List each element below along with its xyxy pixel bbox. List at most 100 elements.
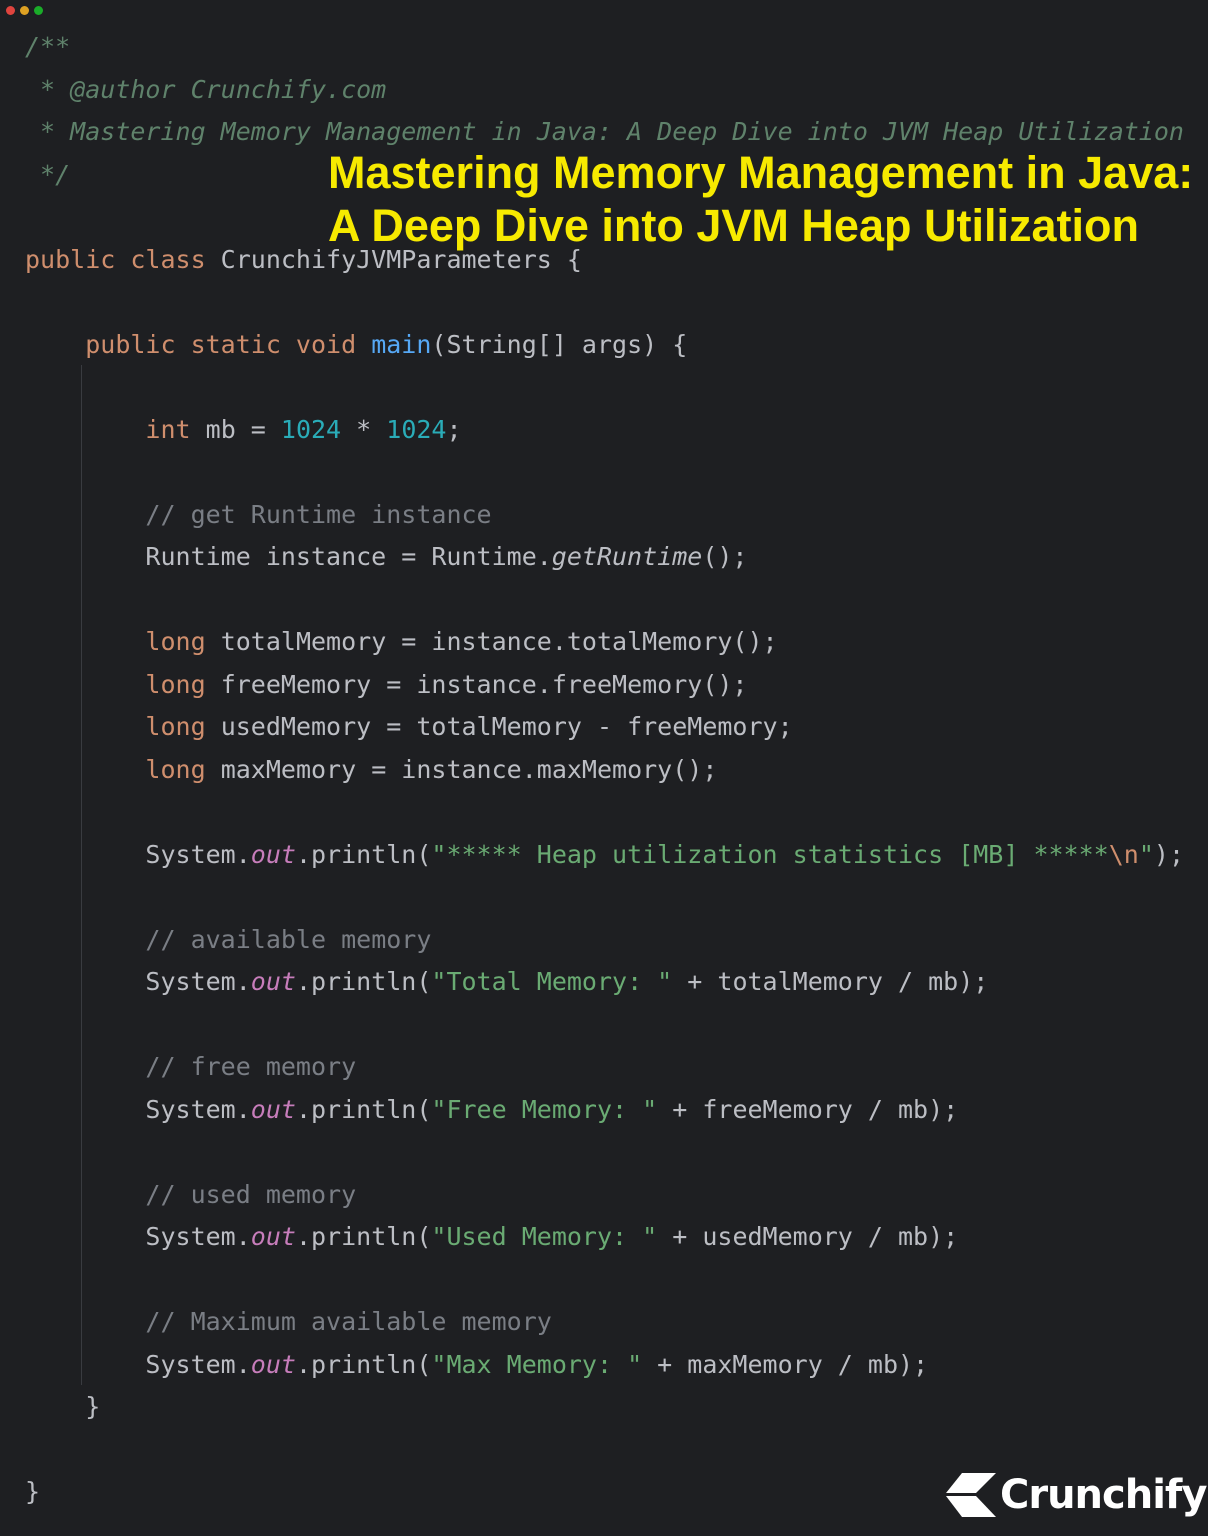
code-token-kw: public class xyxy=(25,244,221,274)
code-token-field: out xyxy=(250,839,296,869)
code-token-str: "Used Memory: " xyxy=(431,1222,658,1251)
code-line: int mb = 1024 * 1024; xyxy=(25,409,1184,452)
code-token-kw: long xyxy=(145,712,221,741)
code-line xyxy=(25,579,1184,622)
code-token-plain: freeMemory = instance.freeMemory(); xyxy=(220,669,748,699)
code-token-doc: * @author Crunchify.com xyxy=(25,74,387,104)
code-token-doc: /** xyxy=(25,32,71,61)
code-line: public static void main(String[] args) { xyxy=(25,324,1184,367)
title-line-1: Mastering Memory Management in Java: xyxy=(328,147,1194,198)
code-token-plain: mb = xyxy=(205,414,281,444)
title-line-2: A Deep Dive into JVM Heap Utilization xyxy=(328,200,1139,251)
code-token-plain: System. xyxy=(25,1094,251,1124)
code-token-kw: int xyxy=(145,414,206,444)
code-line: System.out.println("Free Memory: " + fre… xyxy=(25,1089,1184,1132)
code-line: * @author Crunchify.com xyxy=(25,69,1184,112)
code-token-plain: + maxMemory / mb); xyxy=(642,1349,929,1379)
code-token-plain: System. xyxy=(25,967,251,996)
code-token-plain: System. xyxy=(25,1349,251,1379)
code-token-plain: Runtime instance = Runtime. xyxy=(25,542,552,571)
code-token-kw: long xyxy=(145,627,221,656)
code-token-plain: maxMemory = instance.maxMemory(); xyxy=(220,754,718,784)
code-line: System.out.println("Used Memory: " + use… xyxy=(25,1216,1184,1259)
code-line: // get Runtime instance xyxy=(25,494,1184,537)
code-token-plain: totalMemory = instance.totalMemory(); xyxy=(220,627,778,656)
code-line: // Maximum available memory xyxy=(25,1301,1184,1344)
code-line xyxy=(25,451,1184,494)
code-token-plain: + totalMemory / mb); xyxy=(672,967,989,996)
code-token-plain: + freeMemory / mb); xyxy=(657,1094,959,1124)
code-token-plain: ); xyxy=(1153,839,1184,869)
code-line xyxy=(25,1004,1184,1047)
code-line xyxy=(25,1259,1184,1302)
code-line xyxy=(25,281,1184,324)
code-line xyxy=(25,876,1184,919)
code-token-plain: CrunchifyJVMParameters { xyxy=(220,244,582,274)
code-token-fn: main xyxy=(371,329,432,359)
code-token-num: 1024 xyxy=(386,414,447,444)
code-token-plain xyxy=(25,1307,145,1336)
code-line: long maxMemory = instance.maxMemory(); xyxy=(25,749,1184,792)
minimize-button[interactable] xyxy=(20,6,29,15)
code-token-plain: (); xyxy=(702,542,748,571)
code-token-com: // free memory xyxy=(145,1052,357,1081)
code-token-field: out xyxy=(250,1222,296,1251)
code-token-str: "Free Memory: " xyxy=(431,1094,658,1124)
code-token-str: "Total Memory: " xyxy=(431,967,673,996)
code-line: public class CrunchifyJVMParameters { xyxy=(25,239,1184,282)
code-token-num: 1024 xyxy=(280,414,342,444)
code-token-plain: } xyxy=(25,1392,101,1421)
code-line: long totalMemory = instance.totalMemory(… xyxy=(25,621,1184,664)
window-controls xyxy=(6,6,43,15)
code-line: } xyxy=(25,1386,1184,1429)
code-token-plain xyxy=(25,755,145,784)
code-line: // free memory xyxy=(25,1046,1184,1089)
code-line xyxy=(25,1131,1184,1174)
code-line: // used memory xyxy=(25,1174,1184,1217)
crunchify-logo: Crunchify xyxy=(946,1472,1207,1518)
code-token-com: // used memory xyxy=(145,1179,357,1209)
code-token-plain xyxy=(25,330,85,359)
code-token-plain: ; xyxy=(446,414,462,444)
code-line: * Mastering Memory Management in Java: A… xyxy=(25,111,1184,154)
code-token-plain: * xyxy=(341,414,387,444)
close-button[interactable] xyxy=(6,6,15,15)
code-token-plain xyxy=(25,1052,145,1081)
code-line: */ xyxy=(25,154,1184,197)
code-token-plain: .println( xyxy=(295,1222,432,1251)
code-token-plain: System. xyxy=(25,1222,251,1251)
code-token-plain: } xyxy=(25,1477,41,1506)
code-token-plain xyxy=(25,500,145,529)
code-token-plain: usedMemory = totalMemory - freeMemory; xyxy=(220,712,793,741)
code-line xyxy=(25,1429,1184,1472)
code-token-kw: long xyxy=(145,669,221,699)
code-token-plain xyxy=(25,670,145,699)
code-line xyxy=(25,366,1184,409)
code-line: /** xyxy=(25,26,1184,69)
code-token-plain: System. xyxy=(25,839,251,869)
code-line xyxy=(25,791,1184,834)
code-token-com: // Maximum available memory xyxy=(145,1307,552,1336)
code-token-kw: \n xyxy=(1108,839,1139,869)
code-line: long usedMemory = totalMemory - freeMemo… xyxy=(25,706,1184,749)
code-line: } xyxy=(25,1471,1184,1514)
code-token-str: " xyxy=(1138,839,1154,869)
maximize-button[interactable] xyxy=(34,6,43,15)
code-token-field: out xyxy=(250,967,296,996)
code-token-field: out xyxy=(250,1349,296,1379)
code-token-doc: * Mastering Memory Management in Java: A… xyxy=(25,117,1184,146)
code-token-plain xyxy=(25,627,145,656)
title-overlay: Mastering Memory Management in Java: A D… xyxy=(328,146,1193,252)
code-line: System.out.println("***** Heap utilizati… xyxy=(25,834,1184,877)
code-token-str: "Max Memory: " xyxy=(431,1349,643,1379)
code-token-ital: getRuntime xyxy=(551,542,703,571)
code-token-plain: (String[] args) { xyxy=(431,329,688,359)
code-token-plain xyxy=(25,712,145,741)
code-line: System.out.println("Max Memory: " + maxM… xyxy=(25,1344,1184,1387)
code-token-plain: + usedMemory / mb); xyxy=(657,1222,959,1251)
code-line: Runtime instance = Runtime.getRuntime(); xyxy=(25,536,1184,579)
indent-guide xyxy=(81,365,82,1385)
code-token-kw: long xyxy=(145,754,221,784)
code-token-plain xyxy=(25,415,145,444)
code-token-doc: */ xyxy=(25,159,71,189)
